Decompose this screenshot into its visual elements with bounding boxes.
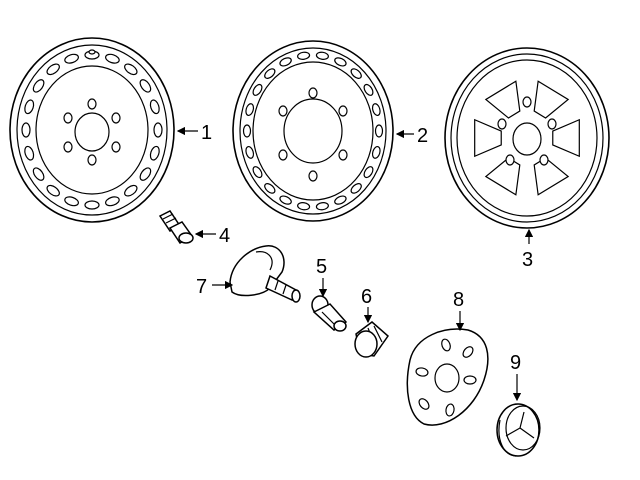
vent-hole	[334, 57, 347, 67]
vent-hole	[24, 99, 35, 115]
vent-hole	[149, 145, 160, 161]
callout-6: 6	[361, 286, 373, 324]
vent-hole	[242, 124, 252, 138]
vent-hole	[153, 122, 163, 138]
vent-hole	[350, 68, 362, 79]
vent-hole	[297, 51, 311, 60]
callout-5: 5	[316, 256, 328, 298]
vent-hole	[64, 53, 79, 64]
vent-hole	[139, 79, 152, 93]
callout-2-label: 2	[417, 125, 428, 147]
vent-hole	[24, 145, 35, 161]
tpms-sensor-part-7	[229, 245, 301, 303]
vent-hole	[264, 68, 276, 79]
vent-hole	[84, 200, 100, 210]
callout-4-label: 4	[219, 225, 230, 247]
steel-wheel-part-2	[232, 40, 394, 222]
vent-hole	[21, 122, 31, 138]
hub-cap-part-8	[406, 328, 489, 426]
vent-hole	[252, 83, 263, 96]
vent-hole	[124, 184, 138, 197]
callout-6-label: 6	[361, 286, 372, 308]
spoke-window	[533, 80, 570, 119]
vent-hole	[363, 166, 374, 179]
vent-hole	[297, 202, 311, 211]
vent-hole	[252, 166, 263, 179]
alloy-wheel-part-3	[444, 47, 610, 229]
callout-9-label: 9	[510, 352, 521, 374]
callout-5-label: 5	[316, 256, 327, 278]
emblem-part-9	[496, 403, 541, 457]
vent-hole	[46, 63, 60, 76]
vent-hole	[139, 167, 152, 181]
callout-2: 2	[395, 125, 428, 147]
vent-hole	[279, 195, 292, 205]
vent-hole	[264, 183, 276, 194]
vent-hole	[32, 167, 45, 181]
valve-stem-part-5	[311, 295, 348, 332]
vent-hole	[245, 145, 255, 159]
callout-4: 4	[194, 225, 230, 247]
callout-8: 8	[453, 289, 465, 332]
callout-3: 3	[522, 228, 534, 271]
vent-hole	[315, 51, 329, 60]
steel-wheel-part-1	[9, 37, 175, 223]
lug-bolt-part-4	[158, 210, 194, 245]
callout-8-label: 8	[453, 289, 464, 311]
vent-hole	[105, 196, 120, 207]
vent-hole	[374, 124, 384, 138]
vent-hole	[46, 184, 60, 197]
vent-hole	[350, 183, 362, 194]
vent-hole	[315, 202, 329, 211]
spoke-window	[484, 80, 521, 119]
callout-1-label: 1	[201, 122, 212, 144]
vent-hole	[334, 195, 347, 205]
valve-cap-part-6	[354, 321, 390, 358]
spoke-window	[474, 118, 502, 158]
callout-9: 9	[510, 352, 522, 402]
vent-hole	[32, 79, 45, 93]
vent-hole	[371, 103, 381, 117]
vent-hole	[279, 57, 292, 67]
spoke-window	[552, 118, 580, 158]
vent-hole	[149, 99, 160, 115]
callout-3-label: 3	[522, 249, 533, 271]
vent-hole	[371, 145, 381, 159]
spoke-window	[484, 157, 521, 196]
vent-hole	[124, 63, 138, 76]
vent-hole	[105, 53, 120, 64]
callout-1: 1	[176, 122, 212, 144]
spoke-window	[533, 157, 570, 196]
vent-hole	[363, 83, 374, 96]
callout-7: 7	[196, 276, 234, 298]
vent-hole	[64, 196, 79, 207]
callout-7-label: 7	[196, 276, 207, 298]
vent-hole	[245, 103, 255, 117]
